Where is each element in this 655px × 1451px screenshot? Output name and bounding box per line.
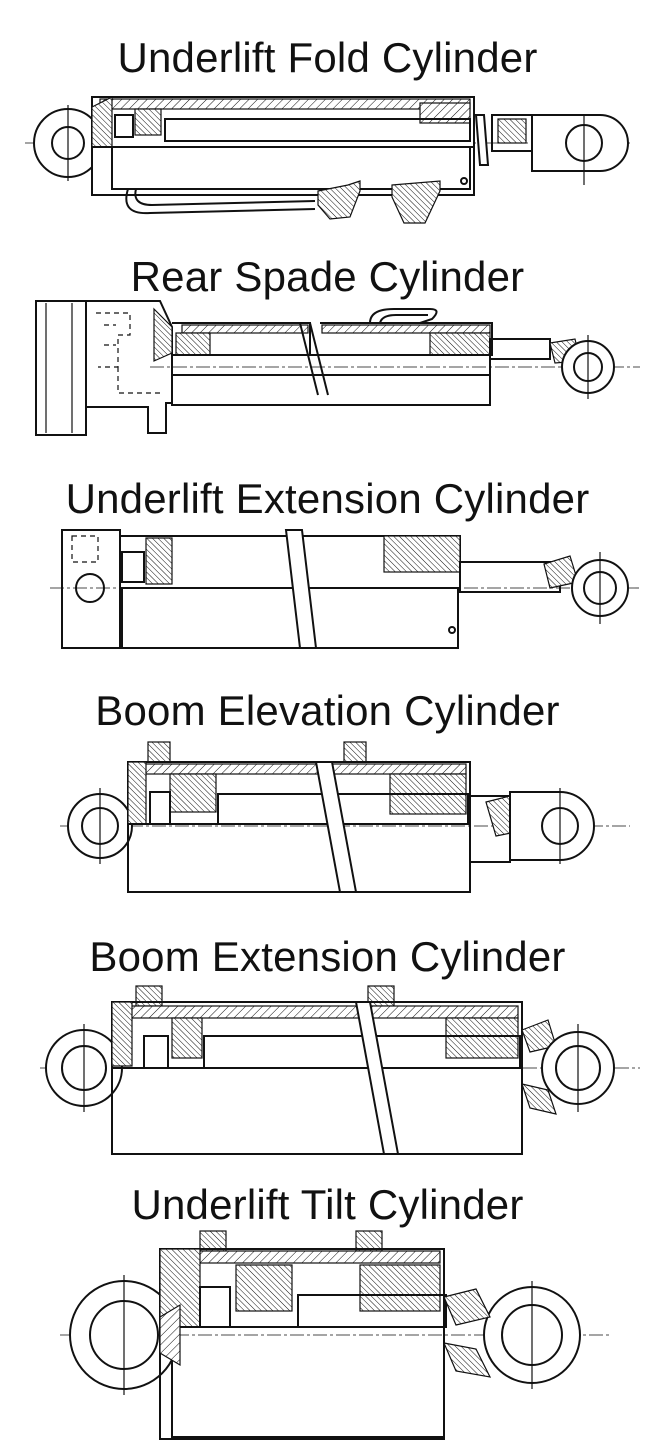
boom-extension-cylinder-title: Boom Extension Cylinder [89, 933, 566, 980]
underlift-extension-cylinder-drawing [50, 529, 640, 649]
rear-spade-cylinder-title: Rear Spade Cylinder [130, 253, 525, 300]
boom-elevation-cylinder-title: Boom Elevation Cylinder [95, 687, 560, 734]
boom-extension-cylinder-drawing [40, 985, 640, 1155]
underlift-tilt-cylinder-drawing [60, 1230, 610, 1440]
boom-extension-cylinder-panel: Boom Extension Cylinder [0, 910, 655, 1170]
underlift-tilt-cylinder-title: Underlift Tilt Cylinder [131, 1181, 524, 1228]
underlift-fold-cylinder-panel: Underlift Fold Cylinder [0, 0, 655, 240]
underlift-extension-cylinder-panel: Underlift Extension Cylinder [0, 460, 655, 670]
boom-elevation-cylinder-panel: Boom Elevation Cylinder [0, 670, 655, 910]
underlift-fold-cylinder-title: Underlift Fold Cylinder [117, 34, 538, 81]
rear-spade-cylinder-drawing [35, 300, 640, 436]
underlift-tilt-cylinder-panel: Underlift Tilt Cylinder [0, 1170, 655, 1451]
underlift-extension-cylinder-title: Underlift Extension Cylinder [65, 475, 590, 522]
boom-elevation-cylinder-drawing [60, 741, 630, 893]
rear-spade-cylinder-panel: Rear Spade Cylinder [0, 240, 655, 460]
underlift-fold-cylinder-drawing [25, 96, 630, 224]
